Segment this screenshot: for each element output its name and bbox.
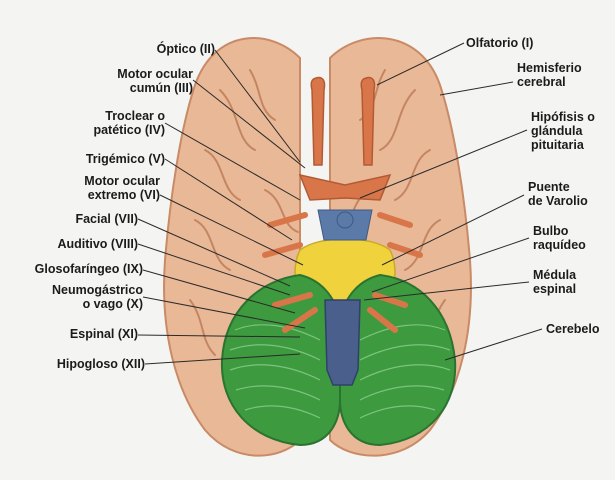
label-glosofaringeo: Glosofaríngeo (IX) xyxy=(34,262,143,276)
label-medula-espinal: Médula espinal xyxy=(533,268,577,296)
optic-chiasm xyxy=(298,173,392,201)
label-motor-ocular-comun: Motor ocular cumún (III) xyxy=(117,67,193,95)
label-trigemico: Trigémico (V) xyxy=(85,152,165,166)
medulla-spinal-cord xyxy=(324,299,361,386)
label-neumogastrico: Neumogástrico o vago (X) xyxy=(52,283,143,311)
cranial-nerves xyxy=(262,212,423,333)
label-bulbo-raquideo: Bulbo raquídeo xyxy=(533,224,586,252)
olfactory-tracts xyxy=(310,76,376,166)
vessels xyxy=(317,209,373,241)
label-hipogloso: Hipogloso (XII) xyxy=(56,357,145,371)
label-olfatorio: Olfatorio (I) xyxy=(466,36,534,50)
label-optico: Óptico (II) xyxy=(156,42,215,56)
label-espinal: Espinal (XI) xyxy=(69,327,138,341)
label-troclear: Troclear o patético (IV) xyxy=(93,109,165,137)
label-auditivo: Auditivo (VIII) xyxy=(57,237,138,251)
cerebellar-folia xyxy=(229,324,451,419)
label-puente-varolio: Puente de Varolio xyxy=(528,180,588,208)
label-cerebelo: Cerebelo xyxy=(546,322,600,336)
label-hipofisis: Hipófisis o glándula pituitaria xyxy=(531,110,595,152)
label-facial: Facial (VII) xyxy=(75,212,138,226)
label-motor-ocular-externo: Motor ocular extremo (VI) xyxy=(84,174,160,202)
label-hemisferio-cerebral: Hemisferio cerebral xyxy=(517,61,582,89)
leader-lines xyxy=(137,42,543,365)
